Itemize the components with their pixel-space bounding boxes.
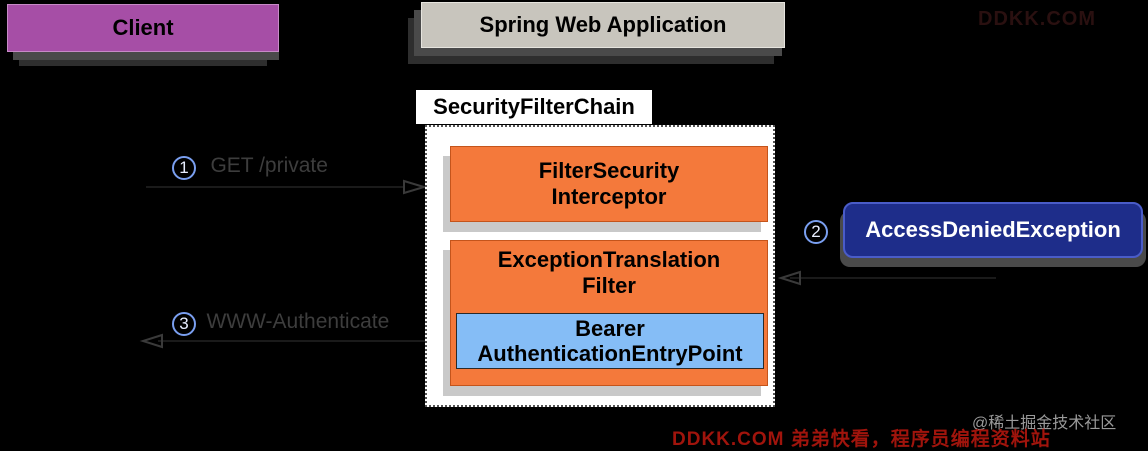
spring-app-label: Spring Web Application: [479, 12, 727, 37]
step2-arrowhead: [777, 270, 801, 286]
step-2-number: 2: [804, 220, 828, 244]
exception-translation-filter-line2: Filter: [582, 273, 636, 299]
credit-label: @稀土掘金技术社区: [972, 415, 1117, 432]
security-filter-chain-label-box: SecurityFilterChain: [416, 90, 652, 124]
step-2: 2: [804, 220, 828, 244]
filter-security-interceptor-box: FilterSecurity Interceptor: [450, 146, 768, 222]
footer-watermark: DDKK.COM 弟弟快看，程序员编程资料站: [672, 429, 1051, 450]
bearer-entry-point-line1: Bearer: [575, 315, 645, 341]
access-denied-exception-label: AccessDeniedException: [865, 217, 1121, 242]
exception-translation-filter-line1: ExceptionTranslation: [497, 247, 721, 272]
step1-arrowhead: [403, 179, 428, 195]
security-filter-chain-label: SecurityFilterChain: [433, 94, 635, 119]
filter-security-interceptor-line1: FilterSecurity: [538, 157, 680, 183]
step-3-number: 3: [172, 311, 196, 336]
bearer-entry-point-box: Bearer AuthenticationEntryPoint: [456, 313, 764, 369]
step-3-label: WWW-Authenticate: [206, 310, 390, 333]
step-3: 3 WWW-Authenticate: [172, 310, 389, 336]
step-1-number: 1: [172, 155, 196, 180]
bearer-entry-point-line2: AuthenticationEntryPoint: [477, 341, 743, 366]
access-denied-exception-box: AccessDeniedException: [843, 202, 1143, 258]
filter-security-interceptor-line2: Interceptor: [551, 184, 667, 209]
step-1: 1 GET /private: [172, 154, 328, 180]
spring-app-box: Spring Web Application: [421, 2, 785, 48]
watermark-top-right: DDKK.COM: [978, 8, 1096, 30]
step3-arrowhead: [139, 333, 163, 349]
client-box: Client: [7, 4, 279, 52]
client-label: Client: [112, 15, 174, 40]
step-1-label: GET /private: [210, 154, 328, 177]
